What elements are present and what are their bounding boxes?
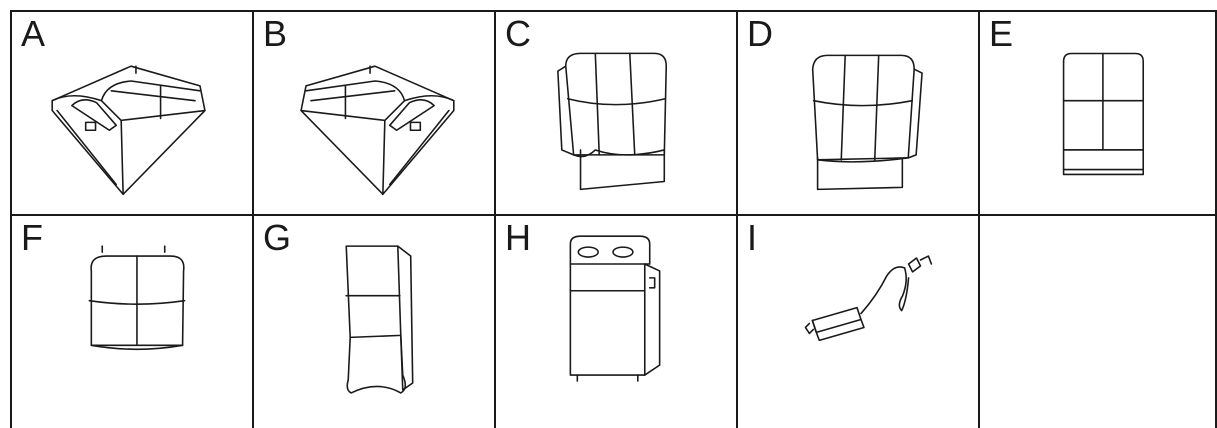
part-cell-a: A — [10, 10, 252, 215]
right-arm-recliner-icon — [254, 12, 494, 214]
part-cell-d: D — [736, 10, 978, 215]
part-cell-e: E — [978, 10, 1217, 215]
part-cell-i: I — [736, 215, 978, 428]
part-cell-f: F — [10, 215, 252, 428]
backrest-side-icon — [254, 216, 494, 428]
power-adapter-icon — [738, 216, 978, 428]
backrest-icon — [738, 12, 978, 214]
part-cell-c: C — [494, 10, 736, 215]
part-cell-h: H — [494, 215, 736, 428]
part-cell-b: B — [252, 10, 494, 215]
empty-cell — [978, 215, 1217, 428]
armless-seat-icon — [12, 216, 252, 428]
part-cell-g: G — [252, 215, 494, 428]
console-cupholder-icon — [496, 216, 736, 428]
backrest-icon — [496, 12, 736, 214]
parts-list-grid: A B C — [10, 10, 1217, 428]
armless-chair-icon — [980, 12, 1215, 214]
left-arm-recliner-icon — [12, 12, 252, 214]
